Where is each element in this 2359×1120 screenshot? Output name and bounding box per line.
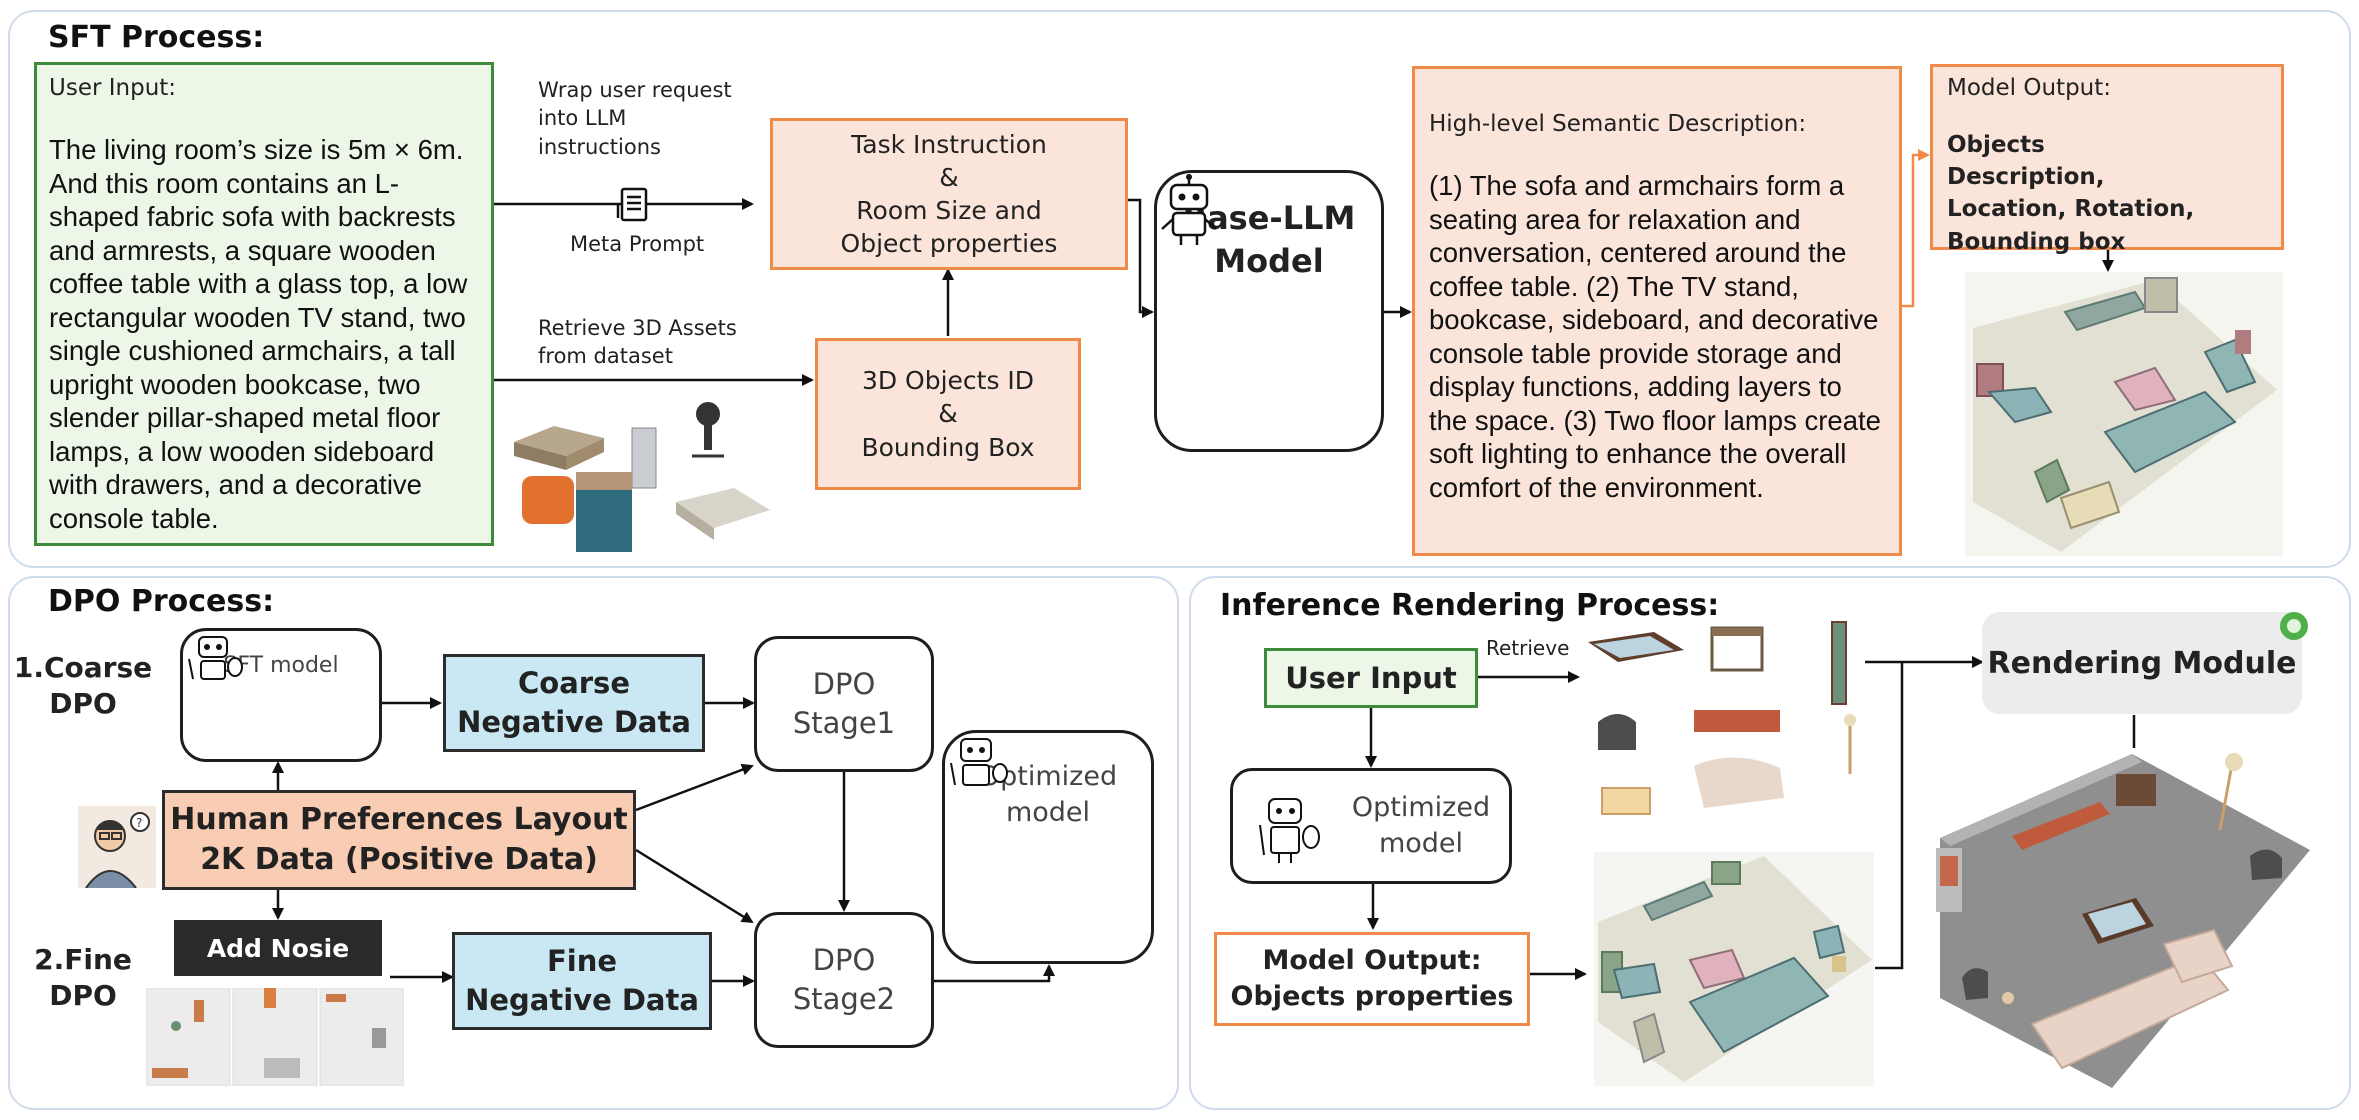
dpo-title: DPO Process: — [48, 584, 275, 619]
stage2-line1: DPO — [812, 942, 876, 977]
model-output-text: Objects Description, Location, Rotation,… — [1947, 132, 2195, 255]
retrieve-assets-label: Retrieve 3D Assets from dataset — [538, 316, 737, 369]
robot-icon — [1161, 174, 1301, 381]
user-input-title: User Input: — [49, 75, 177, 101]
coarse-neg-line2: Negative Data — [457, 705, 691, 739]
dpo-optimized-line2: model — [1005, 797, 1091, 829]
rendering-module-box: Rendering Module — [1982, 612, 2302, 714]
optimized-model-box: Optimized model — [942, 730, 1154, 964]
coarse-dpo-line1: 1.Coarse — [13, 651, 153, 684]
coarse-dpo-label: 1.Coarse DPO — [14, 650, 152, 723]
svg-text:?: ? — [136, 816, 142, 830]
objects-line3: Bounding Box — [861, 432, 1035, 462]
inference-output-line1: Model Output: — [1262, 944, 1482, 976]
semantic-title: High-level Semantic Description: — [1429, 111, 1807, 137]
painter-robot-icon — [950, 738, 1080, 904]
human-preferences-box: Human Preferences Layout 2K Data (Positi… — [162, 790, 636, 890]
llm-line2: Model — [1214, 242, 1324, 281]
inference-optimized-line1: Optimized — [1351, 791, 1491, 823]
painter-robot-icon — [188, 636, 311, 740]
arrow-human-to-stage1 — [635, 763, 754, 812]
coarse-negative-box: Coarse Negative Data — [443, 654, 705, 752]
llm-line1: Base-LLM — [1182, 199, 1356, 237]
objects-line2: & — [938, 399, 958, 429]
furniture-thumbnail — [508, 390, 790, 570]
person-icon: ? — [78, 806, 156, 888]
dpo-stage1-box: DPO Stage1 — [754, 636, 934, 772]
task-line3: Room Size and — [856, 196, 1042, 225]
inference-model-output-box: Model Output: Objects properties — [1214, 932, 1530, 1026]
stage2-line2: Stage2 — [792, 982, 896, 1016]
arrow-stage2-to-optimized — [934, 964, 1055, 983]
furniture-thumbnail — [1584, 618, 1866, 830]
inference-title: Inference Rendering Process: — [1220, 588, 1720, 623]
coarse-neg-line1: Coarse — [517, 665, 630, 700]
fine-negative-box: Fine Negative Data — [452, 932, 712, 1030]
sft-model-box: SFT model — [180, 628, 382, 762]
arrow-semantic-to-output — [1902, 149, 1930, 308]
fine-dpo-line1: 2.Fine — [34, 943, 132, 976]
task-line4: Object properties — [840, 229, 1058, 259]
add-noise-box: Add Nosie — [174, 920, 382, 976]
rendering-module-label: Rendering Module — [1987, 645, 2297, 681]
inference-user-input-box: User Input — [1264, 648, 1478, 708]
meta-prompt-label: Meta Prompt — [570, 232, 705, 256]
user-input-text: The living room’s size is 5m × 6m. And t… — [49, 134, 468, 535]
room-layout-thumbnail — [1965, 272, 2283, 556]
objects-id-box: 3D Objects ID & Bounding Box — [815, 338, 1081, 490]
semantic-text: (1) The sofa and armchairs form a seatin… — [1429, 170, 1881, 503]
task-instruction-box: Task Instruction & Room Size and Object … — [770, 118, 1128, 270]
inference-output-line2: Objects properties — [1230, 981, 1514, 1012]
stage1-line1: DPO — [812, 666, 876, 701]
document-icon — [616, 186, 654, 224]
task-line2: & — [939, 162, 959, 192]
room-layout-thumbnail — [146, 988, 404, 1086]
arrow-human-to-stage2 — [635, 848, 754, 924]
fine-dpo-label: 2.Fine DPO — [28, 942, 138, 1015]
human-pref-line1: Human Preferences Layout — [170, 801, 628, 837]
fine-neg-line2: Negative Data — [465, 983, 699, 1017]
semantic-description-box: High-level Semantic Description: (1) The… — [1412, 66, 1902, 556]
fine-dpo-line2: DPO — [49, 979, 117, 1013]
stage1-line2: Stage1 — [792, 706, 896, 740]
inference-optimized-line2: model — [1378, 828, 1464, 859]
add-noise-label: Add Nosie — [206, 933, 350, 963]
wrap-label: Wrap user request into LLM instructions — [538, 78, 732, 159]
human-pref-line2: 2K Data (Positive Data) — [200, 842, 598, 877]
user-input-box: User Input: The living room’s size is 5m… — [34, 62, 494, 546]
arrow-task-to-llm — [1128, 198, 1154, 318]
painter-robot-icon — [1255, 789, 1321, 867]
model-output-title: Model Output: — [1947, 75, 2112, 101]
inference-user-input-label: User Input — [1285, 661, 1457, 695]
arrow-join — [1875, 662, 1904, 970]
retrieve-label: Retrieve — [1486, 636, 1570, 660]
model-output-box: Model Output: Objects Description, Locat… — [1930, 64, 2284, 255]
inference-optimized-box: Optimized model — [1230, 768, 1512, 884]
dpo-stage2-box: DPO Stage2 — [754, 912, 934, 1048]
rendered-room-thumbnail — [1932, 748, 2312, 1096]
base-llm-box: Base-LLM Model — [1154, 170, 1384, 452]
green-ring-icon — [2280, 612, 2308, 640]
fine-neg-line1: Fine — [546, 943, 618, 978]
objects-line1: 3D Objects ID — [861, 366, 1035, 396]
sft-title: SFT Process: — [48, 20, 265, 55]
room-layout-thumbnail — [1594, 852, 1874, 1086]
coarse-dpo-line2: DPO — [49, 687, 117, 721]
task-line1: Task Instruction — [851, 129, 1047, 159]
